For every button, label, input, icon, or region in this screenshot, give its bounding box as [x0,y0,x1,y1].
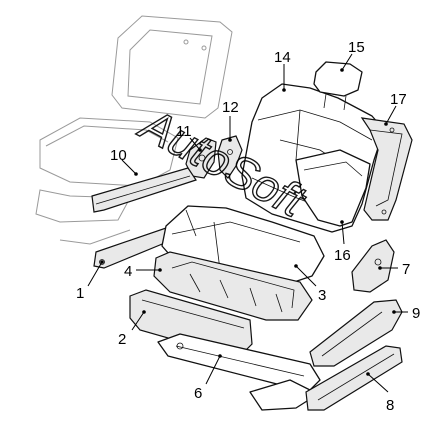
callout-12: 12 [222,99,239,116]
callout-15: 15 [348,39,365,56]
outer-side-trim [309,299,403,367]
side-cover [351,239,395,293]
callout-labels: 1 2 3 4 6 7 8 9 10 11 12 14 15 16 17 [76,39,420,414]
callout-14: 14 [274,49,291,66]
callout-17: 17 [390,91,407,108]
callout-3: 3 [318,287,326,304]
rail-cover [305,345,403,411]
callout-9: 9 [412,305,420,322]
hinge-bracket [185,137,217,179]
recliner-cover [217,135,243,179]
head-restraint [313,61,363,111]
callout-8: 8 [386,397,394,414]
seat-side-trim [93,227,173,269]
callout-leaders [87,53,408,393]
callout-1: 1 [76,285,84,302]
callout-2: 2 [118,331,126,348]
ghost-front-seat [35,15,233,245]
cushion-frame [153,251,313,321]
seat-back-cover [295,149,371,227]
seat-track-rail [157,333,321,411]
callout-16: 16 [334,247,351,264]
callout-4: 4 [124,263,132,280]
seat-back-frame [360,117,413,221]
cushion-side-panel [91,167,197,213]
callout-6: 6 [194,385,202,402]
callout-7: 7 [402,261,410,278]
callout-10: 10 [110,147,127,164]
callout-11: 11 [176,123,192,140]
